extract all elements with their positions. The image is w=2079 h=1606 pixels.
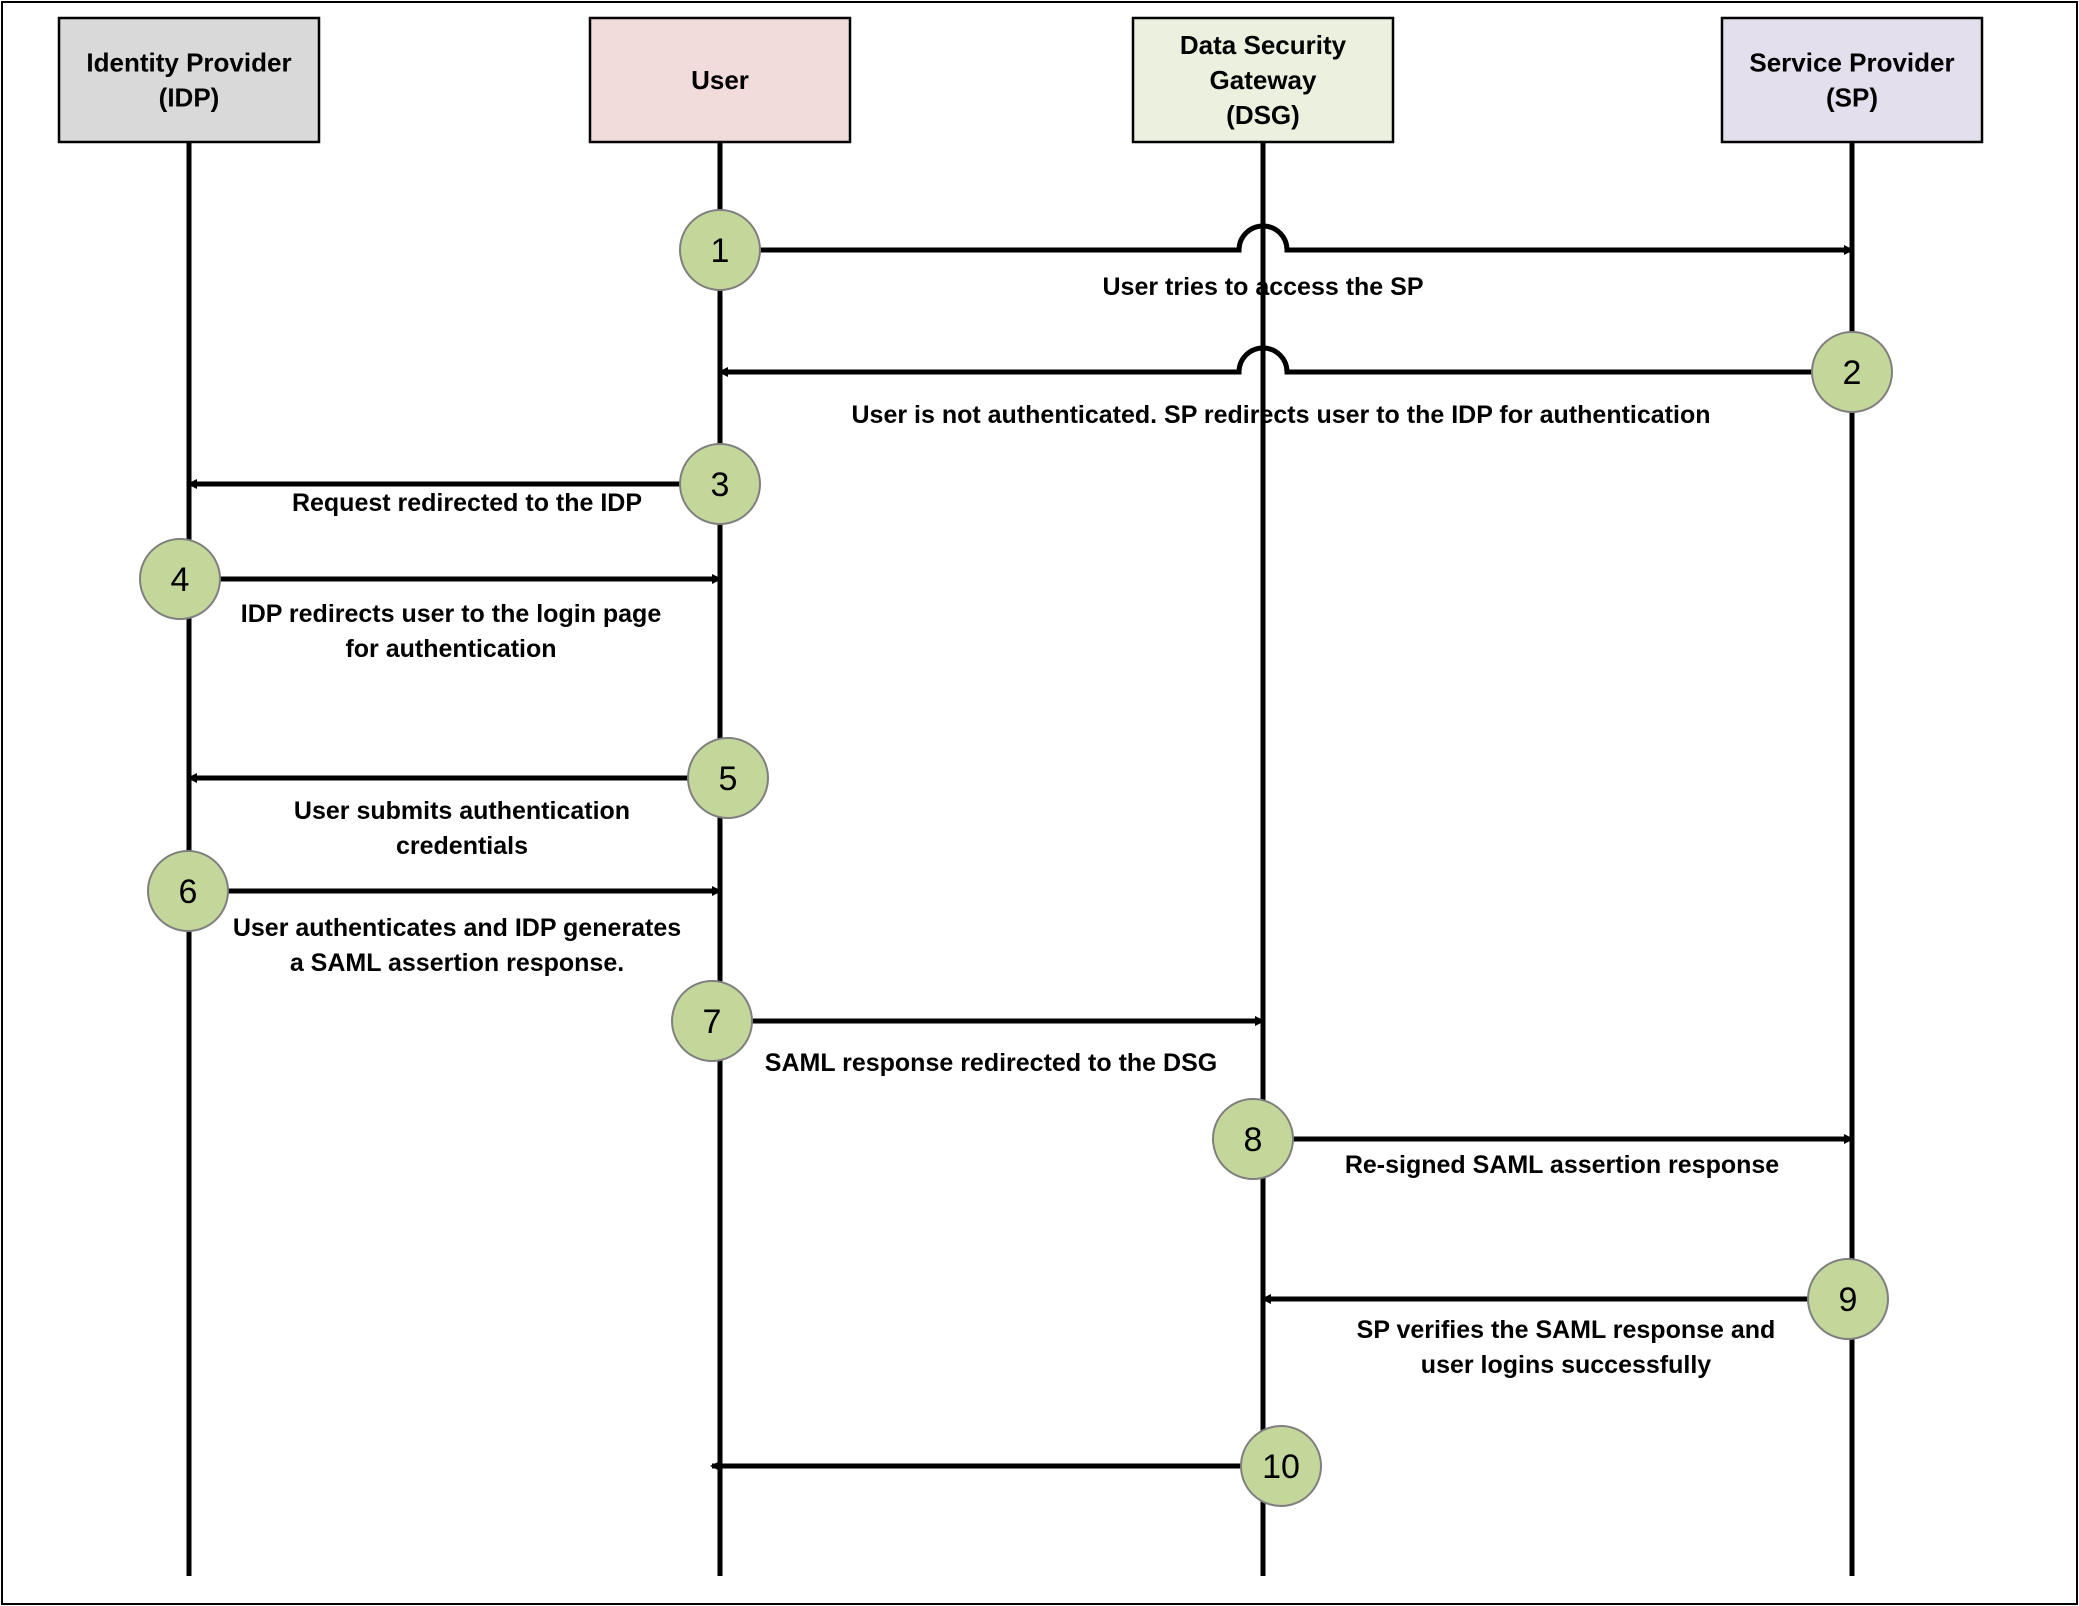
actor-label-sp: (SP): [1826, 83, 1878, 113]
step-circle: [1807, 1258, 1889, 1340]
step-marker-8: 8: [1212, 1098, 1294, 1180]
actor-label-idp: Identity Provider: [86, 48, 291, 78]
step-marker-7: 7: [671, 980, 753, 1062]
step-number: 8: [1244, 1121, 1263, 1159]
step-marker-6: 6: [147, 850, 229, 932]
actor-label-dsg: Data Security: [1180, 30, 1347, 60]
actor-box-background: [1131, 16, 1395, 144]
step-number: 1: [711, 232, 730, 270]
message-label-4: IDP redirects user to the login page: [241, 600, 662, 628]
message-labels: User tries to access the SP User is not a…: [233, 273, 1779, 1379]
step-circle: [679, 443, 761, 525]
step-marker-10: 10: [1240, 1425, 1322, 1507]
step-circle: [687, 737, 769, 819]
actor-box-sp: Service Provider (SP): [1720, 16, 1984, 144]
message-arrow-2: [718, 345, 1812, 377]
step-number: 6: [179, 873, 198, 911]
message-label-7: SAML response redirected to the DSG: [765, 1049, 1217, 1077]
actors: Identity Provider (IDP) User Data SecurityG…: [57, 16, 1984, 144]
actor-label-idp: (IDP): [159, 83, 220, 113]
actor-box-background: [1720, 16, 1984, 144]
message-label-8: Re-signed SAML assertion response: [1345, 1151, 1779, 1179]
actor-box-background: [57, 16, 321, 144]
message-label-9: user logins successfully: [1421, 1351, 1711, 1379]
message-arrow-1: [760, 223, 1854, 255]
step-circle: [671, 980, 753, 1062]
actor-label-dsg: (DSG): [1226, 100, 1300, 130]
step-number: 4: [171, 561, 190, 599]
step-number: 2: [1843, 354, 1862, 392]
actor-box-idp: Identity Provider (IDP): [57, 16, 321, 144]
actor-label-dsg: Gateway: [1210, 65, 1317, 95]
message-label-1: User tries to access the SP: [1103, 273, 1424, 301]
step-marker-2: 2: [1811, 331, 1893, 413]
step-circle: [139, 538, 221, 620]
actor-label-sp: Service Provider: [1749, 48, 1954, 78]
step-circle: [1240, 1425, 1322, 1507]
step-circle: [1212, 1098, 1294, 1180]
message-label-2: User is not authenticated. SP redirects …: [852, 401, 1711, 429]
step-marker-3: 3: [679, 443, 761, 525]
message-label-4: for authentication: [345, 635, 556, 663]
step-number: 5: [719, 760, 738, 798]
message-label-6: a SAML assertion response.: [290, 949, 624, 977]
message-label-6: User authenticates and IDP generates: [233, 914, 681, 942]
step-circle: [147, 850, 229, 932]
step-marker-9: 9: [1807, 1258, 1889, 1340]
actor-box-background: [588, 16, 852, 144]
message-label-5: User submits authentication: [294, 797, 630, 825]
actor-box-user: User: [588, 16, 852, 144]
actor-label-user: User: [691, 65, 749, 95]
step-marker-1: 1: [679, 209, 761, 291]
step-number: 9: [1839, 1281, 1858, 1319]
step-circle: [1811, 331, 1893, 413]
step-number: 10: [1262, 1448, 1300, 1486]
message-label-5: credentials: [396, 832, 528, 860]
message-label-9: SP verifies the SAML response and: [1357, 1316, 1776, 1344]
message-arrows: [187, 223, 1854, 1471]
message-label-3: Request redirected to the IDP: [292, 489, 642, 517]
step-marker-5: 5: [687, 737, 769, 819]
step-number: 7: [703, 1003, 722, 1041]
step-circle: [679, 209, 761, 291]
step-marker-4: 4: [139, 538, 221, 620]
step-number: 3: [711, 466, 730, 504]
step-markers: 1 2 3 4 5 6 7 8 9 10: [139, 209, 1893, 1507]
